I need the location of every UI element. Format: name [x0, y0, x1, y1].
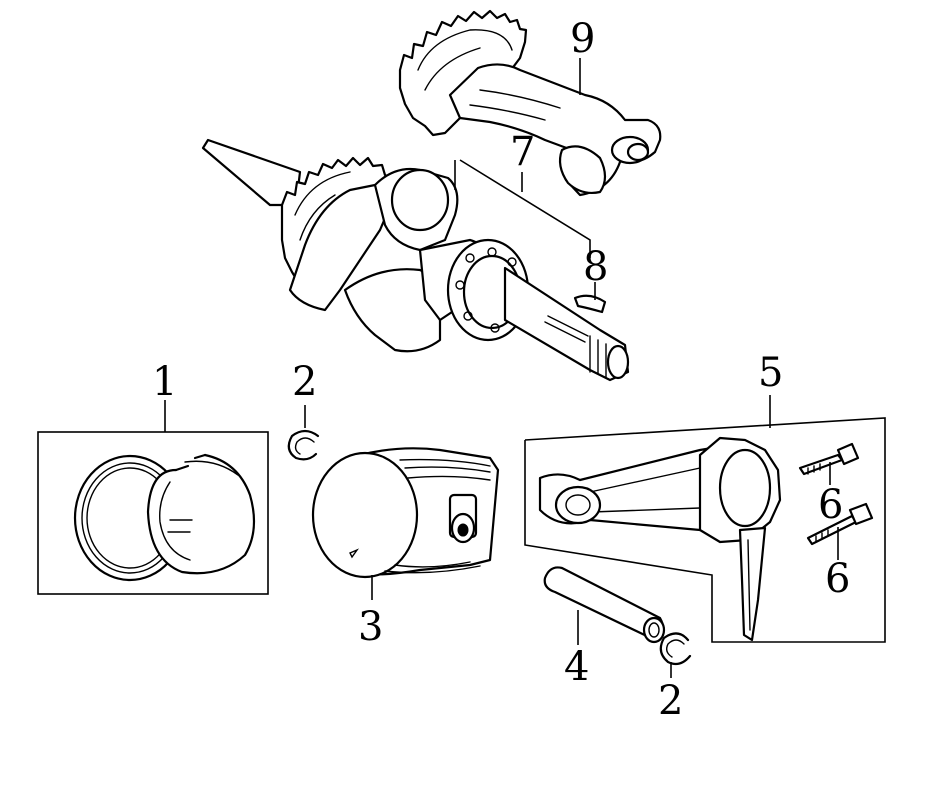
callout-camshaft: 9	[570, 16, 595, 62]
callout-circlip-top: 2	[292, 359, 317, 405]
key-part	[573, 294, 607, 314]
piston-part	[311, 447, 500, 600]
callout-crankshaft: 7	[510, 129, 535, 175]
callout-rod-bolt-lower: 6	[825, 556, 850, 602]
rod-bolts-part	[798, 442, 874, 560]
camshaft-part	[398, 9, 662, 197]
piston-pin-part	[543, 566, 666, 645]
circlip-top-part	[287, 405, 320, 461]
circlip-bottom-part	[659, 632, 692, 678]
callout-circlip-bottom: 2	[658, 678, 683, 724]
callout-piston-rings: 1	[152, 359, 177, 405]
leader-lines-top	[454, 58, 596, 300]
callout-piston-pin: 4	[564, 644, 589, 690]
callout-connecting-rod: 5	[758, 350, 783, 396]
crankshaft-part	[201, 138, 630, 382]
callout-rod-bolt-upper: 6	[818, 482, 843, 528]
callout-piston: 3	[358, 604, 383, 650]
callout-key: 8	[583, 244, 608, 290]
connecting-rod-part	[524, 395, 886, 643]
piston-rings-part	[37, 400, 269, 595]
